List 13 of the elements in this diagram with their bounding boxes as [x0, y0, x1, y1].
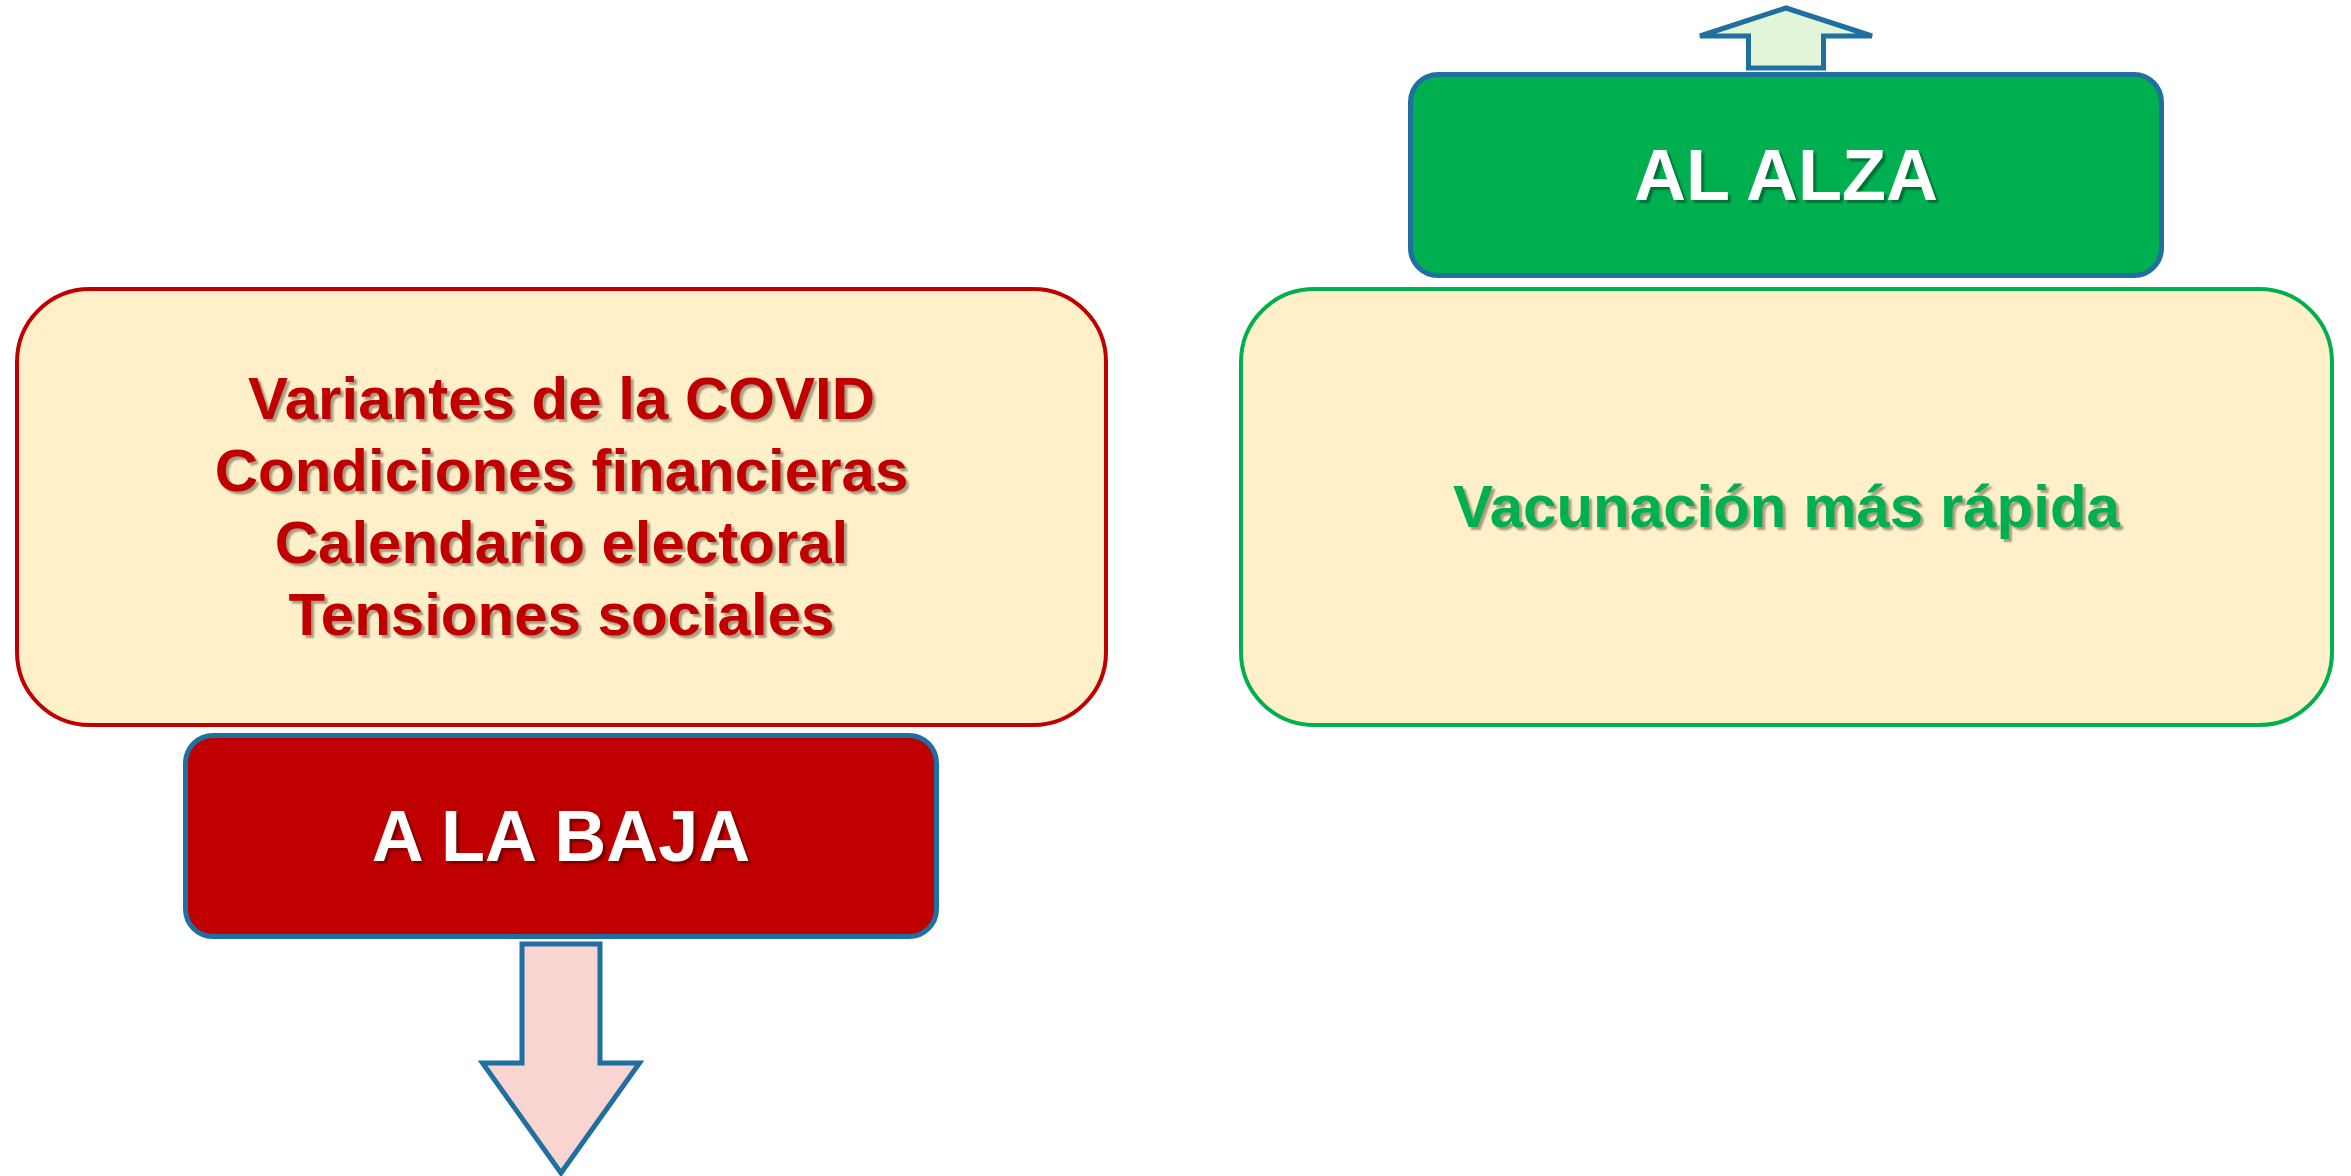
box-text: Condiciones financieras	[214, 436, 909, 506]
factor-box	[1239, 287, 2334, 727]
label-box	[1408, 72, 2164, 278]
box-text: AL ALZA	[1634, 133, 1938, 217]
label-box	[183, 733, 939, 939]
block-arrow	[1697, 5, 1875, 71]
box-text: Vacunación más rápida	[1453, 472, 2120, 542]
box-text: Variantes de la COVID	[248, 364, 875, 434]
box-text: Calendario electoral	[274, 508, 849, 578]
block-arrow	[477, 941, 645, 1176]
box-text: A LA BAJA	[371, 794, 751, 878]
factor-box	[15, 287, 1108, 727]
box-text: Tensiones sociales	[288, 580, 835, 650]
